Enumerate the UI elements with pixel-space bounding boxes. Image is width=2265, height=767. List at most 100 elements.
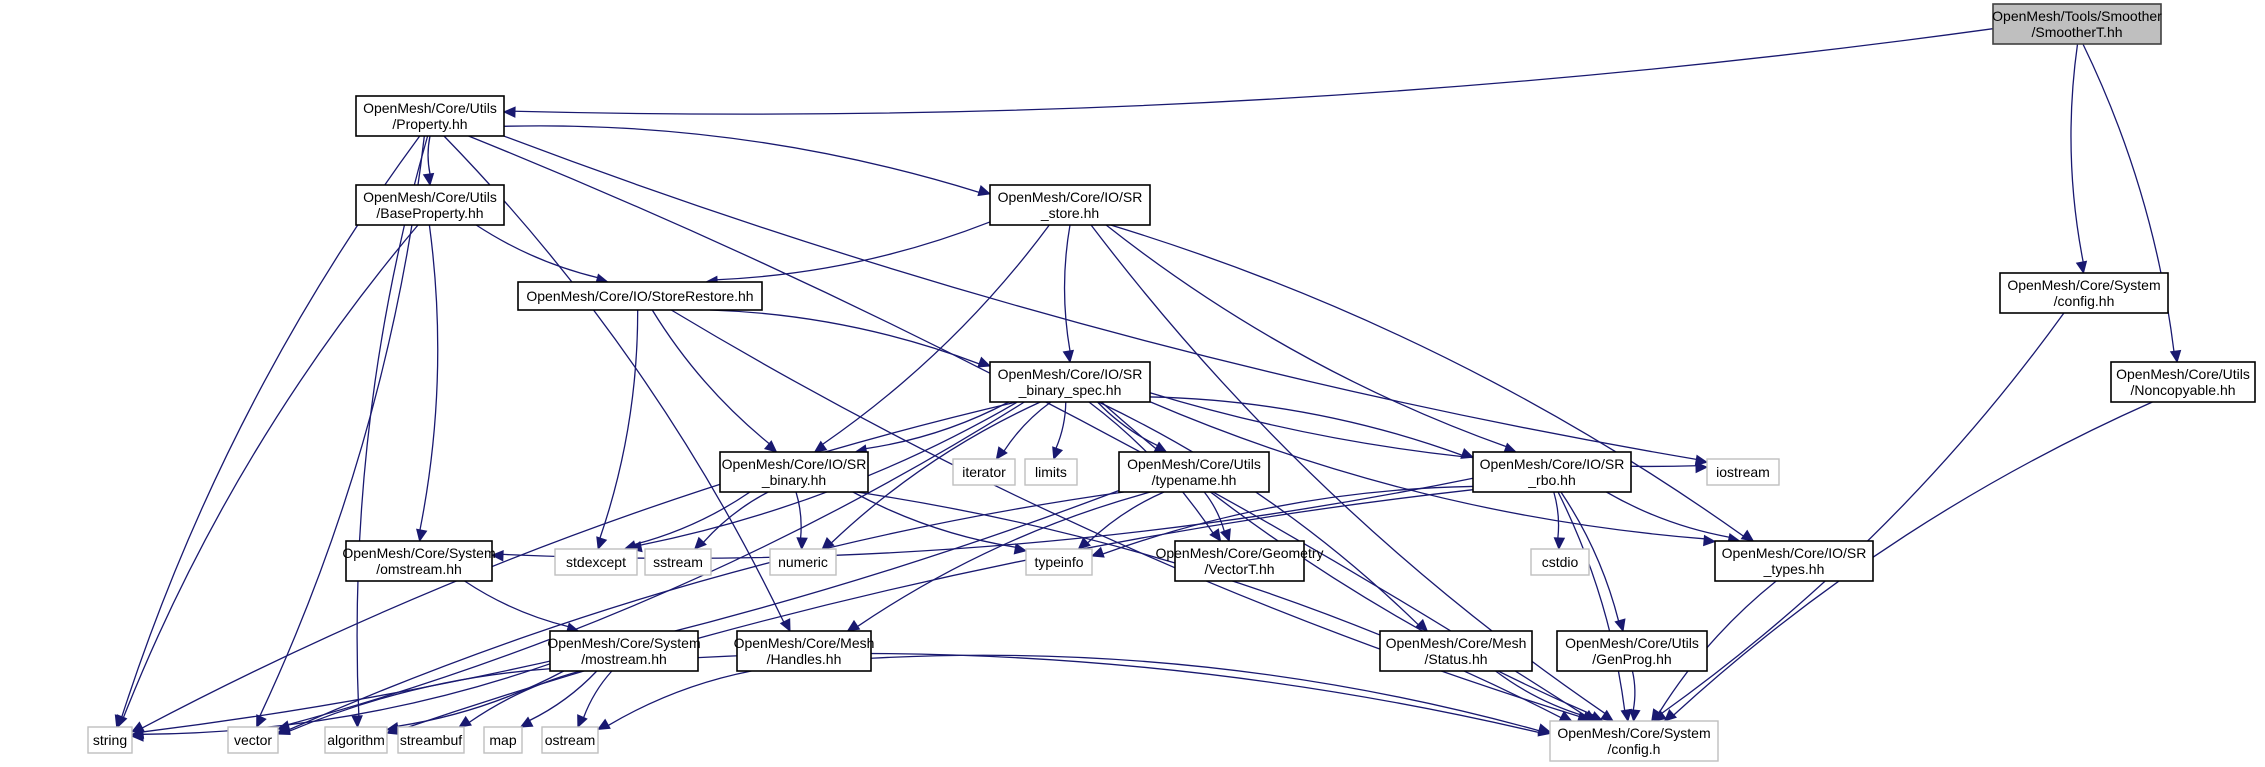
edge-sr_binary-to-numeric — [795, 491, 802, 539]
node-box-handles[interactable] — [736, 630, 872, 672]
node-label-sr_types-line-0: OpenMesh/Core/IO/SR — [1722, 545, 1867, 561]
node-label-noncopyable-line-0: OpenMesh/Core/Utils — [2116, 366, 2250, 382]
node-label-sr_binary_spec-line-1: _binary_spec.hh — [1018, 382, 1122, 398]
node-box-limits — [1024, 458, 1078, 486]
node-status[interactable]: OpenMesh/Core/Mesh/Status.hh — [1379, 630, 1533, 672]
edge-sr_rbo-to-algorithm — [397, 489, 1474, 732]
node-vectort[interactable]: OpenMesh/Core/Geometry/VectorT.hh — [1155, 540, 1324, 582]
node-box-sr_binary[interactable] — [719, 451, 869, 493]
edge-mostream-to-string — [142, 663, 551, 735]
node-label-stdexcept-line-0: stdexcept — [566, 554, 626, 570]
node-noncopyable[interactable]: OpenMesh/Core/Utils/Noncopyable.hh — [2110, 361, 2256, 403]
node-omstream[interactable]: OpenMesh/Core/System/omstream.hh — [342, 540, 496, 582]
node-label-sr_store-line-0: OpenMesh/Core/IO/SR — [998, 189, 1143, 205]
edge-sr_binary-to-sstream — [702, 491, 769, 543]
node-baseproperty[interactable]: OpenMesh/Core/Utils/BaseProperty.hh — [355, 184, 505, 226]
node-mostream[interactable]: OpenMesh/Core/System/mostream.hh — [547, 630, 701, 672]
node-box-sr_types[interactable] — [1714, 540, 1874, 582]
edge-typename-to-vector — [288, 491, 1124, 731]
node-box-storerestore[interactable] — [517, 281, 763, 311]
node-box-property[interactable] — [355, 95, 505, 137]
arrowhead-smoother-to-config_hh — [2075, 260, 2088, 275]
node-sr_rbo[interactable]: OpenMesh/Core/IO/SR_rbo.hh — [1472, 451, 1632, 493]
node-label-config_h-line-0: OpenMesh/Core/System — [1557, 725, 1710, 741]
edge-sr_binary_spec-to-sr_binary — [865, 401, 1009, 450]
node-sr_binary[interactable]: OpenMesh/Core/IO/SR_binary.hh — [719, 451, 869, 493]
node-box-sr_binary_spec[interactable] — [989, 361, 1151, 403]
node-box-smoother[interactable] — [1992, 3, 2162, 45]
node-genprog[interactable]: OpenMesh/Core/Utils/GenProg.hh — [1556, 630, 1708, 672]
node-storerestore[interactable]: OpenMesh/Core/IO/StoreRestore.hh — [517, 281, 763, 311]
node-cstdio: cstdio — [1530, 548, 1590, 576]
arrowhead-sr_store-to-sr_binary_spec — [1062, 349, 1075, 364]
node-label-baseproperty-line-0: OpenMesh/Core/Utils — [363, 189, 497, 205]
edge-sr_binary_spec-to-status — [1098, 401, 1419, 626]
arrowhead-sr_binary_spec-to-sr_types — [1703, 534, 1717, 547]
node-box-mostream[interactable] — [549, 630, 699, 672]
node-label-algorithm-line-0: algorithm — [327, 732, 385, 748]
arrowhead-sr_binary_spec-to-vectort — [1209, 528, 1222, 542]
node-config_hh[interactable]: OpenMesh/Core/System/config.hh — [1999, 272, 2169, 314]
arrowhead-sr_rbo-to-genprog — [1614, 618, 1626, 633]
arrowhead-sr_binary_spec-to-numeric — [821, 536, 835, 550]
arrowhead-sr_binary_spec-to-limits — [1052, 446, 1064, 461]
edge-storerestore-to-sr_binary — [651, 309, 770, 445]
arrowhead-sr_store-to-sr_types — [1740, 529, 1755, 542]
node-sr_binary_spec[interactable]: OpenMesh/Core/IO/SR_binary_spec.hh — [989, 361, 1151, 403]
node-label-noncopyable-line-1: /Noncopyable.hh — [2130, 382, 2235, 398]
node-property[interactable]: OpenMesh/Core/Utils/Property.hh — [355, 95, 505, 137]
edge-genprog-to-config_h — [1631, 670, 1636, 711]
node-label-sr_rbo-line-0: OpenMesh/Core/IO/SR — [1480, 456, 1625, 472]
node-box-sr_rbo[interactable] — [1472, 451, 1632, 493]
edge-handles-to-ostream — [607, 670, 752, 726]
edge-sr_store-to-sr_binary_spec — [1063, 224, 1071, 352]
edge-status-to-config_h — [1495, 670, 1585, 717]
node-box-omstream[interactable] — [345, 540, 493, 582]
edge-config_hh-to-config_h — [1661, 312, 2065, 714]
node-sr_types[interactable]: OpenMesh/Core/IO/SR_types.hh — [1714, 540, 1874, 582]
node-label-config_hh-line-0: OpenMesh/Core/System — [2007, 277, 2160, 293]
arrowhead-property-to-algorithm — [351, 715, 363, 729]
node-box-genprog[interactable] — [1556, 630, 1708, 672]
node-string: string — [87, 726, 133, 754]
arrowhead-sr_rbo-to-config_h — [1620, 708, 1632, 723]
edge-sr_binary-to-typeinfo — [852, 491, 1016, 548]
node-label-sstream-line-0: sstream — [653, 554, 703, 570]
node-box-config_hh[interactable] — [1999, 272, 2169, 314]
arrowhead-handles-to-config_h — [1537, 723, 1552, 735]
node-box-sr_store[interactable] — [989, 184, 1151, 226]
node-box-iterator — [952, 458, 1016, 486]
edge-smoother-to-property — [514, 28, 1994, 115]
arrowhead-mostream-to-map — [519, 716, 534, 728]
node-smoother[interactable]: OpenMesh/Tools/Smoother/SmootherT.hh — [1992, 3, 2162, 45]
arrowhead-typename-to-typeinfo — [1077, 537, 1091, 550]
node-handles[interactable]: OpenMesh/Core/Mesh/Handles.hh — [734, 630, 875, 672]
node-box-vectort[interactable] — [1174, 540, 1305, 582]
arrowhead-smoother-to-noncopyable — [2169, 349, 2182, 364]
edge-omstream-to-mostream — [464, 580, 569, 628]
node-box-typename[interactable] — [1118, 451, 1270, 493]
arrowhead-sr_rbo-to-omstream — [490, 549, 504, 562]
node-stdexcept: stdexcept — [554, 548, 638, 576]
node-label-omstream-line-1: /omstream.hh — [376, 561, 462, 577]
edge-smoother-to-config_hh — [2070, 43, 2084, 263]
arrowhead-sr_types-to-config_h — [1651, 708, 1663, 723]
arrowhead-sr_store-to-sr_binary — [813, 440, 828, 453]
node-box-noncopyable[interactable] — [2110, 361, 2256, 403]
node-label-numeric-line-0: numeric — [778, 554, 828, 570]
edge-sr_binary_spec-to-numeric — [830, 401, 1041, 544]
node-label-mostream-line-0: OpenMesh/Core/System — [547, 635, 700, 651]
edge-typename-to-string — [142, 489, 1120, 733]
node-typename[interactable]: OpenMesh/Core/Utils/typename.hh — [1118, 451, 1270, 493]
node-label-handles-line-1: /Handles.hh — [767, 651, 842, 667]
node-box-status[interactable] — [1379, 630, 1533, 672]
node-vector: vector — [227, 726, 279, 754]
node-label-limits-line-0: limits — [1035, 464, 1067, 480]
node-label-map-line-0: map — [489, 732, 516, 748]
node-box-baseproperty[interactable] — [355, 184, 505, 226]
node-sstream: sstream — [644, 548, 712, 576]
node-sr_store[interactable]: OpenMesh/Core/IO/SR_store.hh — [989, 184, 1151, 226]
node-limits: limits — [1024, 458, 1078, 486]
edge-mostream-to-vector — [288, 668, 551, 733]
edge-handles-to-config_h — [870, 654, 1540, 732]
